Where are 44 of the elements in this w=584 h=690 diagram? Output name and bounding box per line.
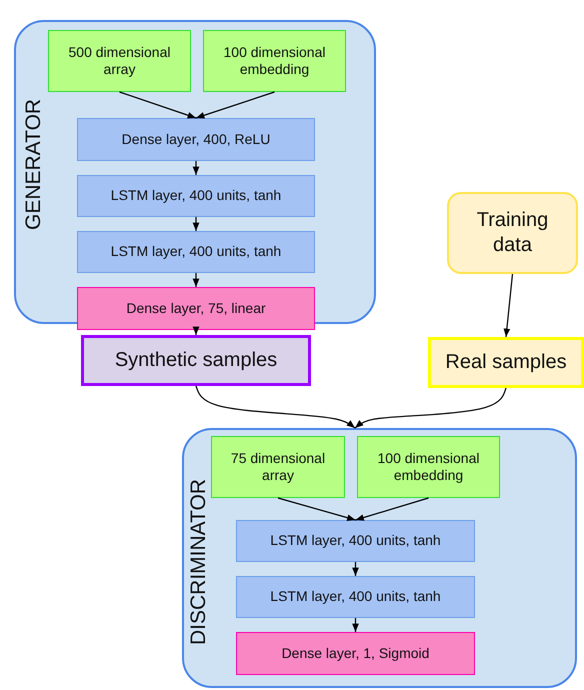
layer-box bbox=[236, 576, 475, 618]
section-title: GENERATOR bbox=[21, 98, 46, 230]
node-label: 100 dimensional embedding bbox=[376, 450, 480, 484]
sample-box bbox=[81, 335, 311, 386]
arrow bbox=[352, 618, 359, 632]
sample-box bbox=[428, 337, 584, 388]
node-label: Dense layer, 75, linear bbox=[125, 300, 267, 318]
data-box bbox=[447, 192, 578, 274]
input-box bbox=[211, 436, 345, 498]
arrow bbox=[192, 273, 200, 287]
input-box bbox=[48, 30, 191, 92]
node-label: LSTM layer, 400 units, tanh bbox=[110, 243, 282, 261]
layer-box bbox=[77, 118, 315, 161]
arrow bbox=[192, 326, 200, 335]
input-box bbox=[203, 30, 346, 92]
node-label: LSTM layer, 400 units, tanh bbox=[110, 187, 282, 205]
node-label: Real samples bbox=[444, 350, 568, 375]
arrow bbox=[195, 386, 356, 428]
arrow bbox=[354, 388, 507, 428]
arrow bbox=[192, 217, 200, 231]
node-label: LSTM layer, 400 units, tanh bbox=[269, 588, 442, 606]
node-label: LSTM layer, 400 units, tanh bbox=[269, 532, 442, 550]
arrow bbox=[504, 274, 514, 338]
node-label: 100 dimensional embedding bbox=[222, 44, 326, 78]
arrow bbox=[352, 562, 359, 576]
arrow bbox=[278, 497, 356, 521]
arrow bbox=[192, 161, 200, 175]
layer-box bbox=[77, 231, 315, 273]
input-box bbox=[357, 436, 500, 498]
arrow bbox=[119, 91, 196, 119]
section-title: DISCRIMINATOR bbox=[186, 478, 211, 645]
node-label: Training data bbox=[476, 208, 550, 258]
group-panel bbox=[182, 428, 577, 688]
node-label: Dense layer, 400, ReLU bbox=[120, 130, 272, 148]
output-layer-box bbox=[236, 632, 475, 675]
node-label: 75 dimensional array bbox=[230, 450, 326, 484]
arrow bbox=[196, 91, 275, 119]
node-label: 500 dimensional array bbox=[68, 44, 172, 78]
layer-box bbox=[236, 520, 475, 562]
node-label: Dense layer, 1, Sigmoid bbox=[280, 644, 430, 662]
output-layer-box bbox=[77, 287, 315, 330]
layer-box bbox=[77, 175, 315, 217]
arrow bbox=[355, 497, 429, 521]
node-label: Synthetic samples bbox=[114, 348, 278, 373]
